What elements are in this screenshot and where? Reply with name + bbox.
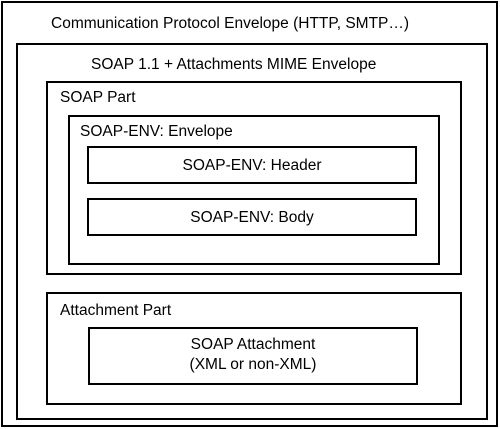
soap-envelope: SOAP-ENV: Envelope SOAP-ENV: Header SOAP… xyxy=(68,115,440,265)
soap-body: SOAP-ENV: Body xyxy=(87,198,417,236)
mime-envelope: SOAP 1.1 + Attachments MIME Envelope SOA… xyxy=(16,43,488,420)
soap-attachment-subtitle: (XML or non-XML) xyxy=(189,356,317,373)
soap-part: SOAP Part SOAP-ENV: Envelope SOAP-ENV: H… xyxy=(46,81,462,275)
soap-part-label: SOAP Part xyxy=(60,89,136,106)
attachment-part-label: Attachment Part xyxy=(60,302,172,319)
soap-attachment-title: SOAP Attachment xyxy=(190,336,316,353)
attachment-part: Attachment Part SOAP Attachment (XML or … xyxy=(46,292,462,405)
soap-header-label: SOAP-ENV: Header xyxy=(182,157,322,174)
communication-protocol-envelope-label: Communication Protocol Envelope (HTTP, S… xyxy=(51,15,410,32)
soap-header: SOAP-ENV: Header xyxy=(87,146,417,184)
soap-envelope-label: SOAP-ENV: Envelope xyxy=(80,123,233,140)
soap-attachment: SOAP Attachment (XML or non-XML) xyxy=(88,327,418,385)
soap-body-label: SOAP-ENV: Body xyxy=(190,209,314,226)
mime-envelope-label: SOAP 1.1 + Attachments MIME Envelope xyxy=(91,56,377,73)
